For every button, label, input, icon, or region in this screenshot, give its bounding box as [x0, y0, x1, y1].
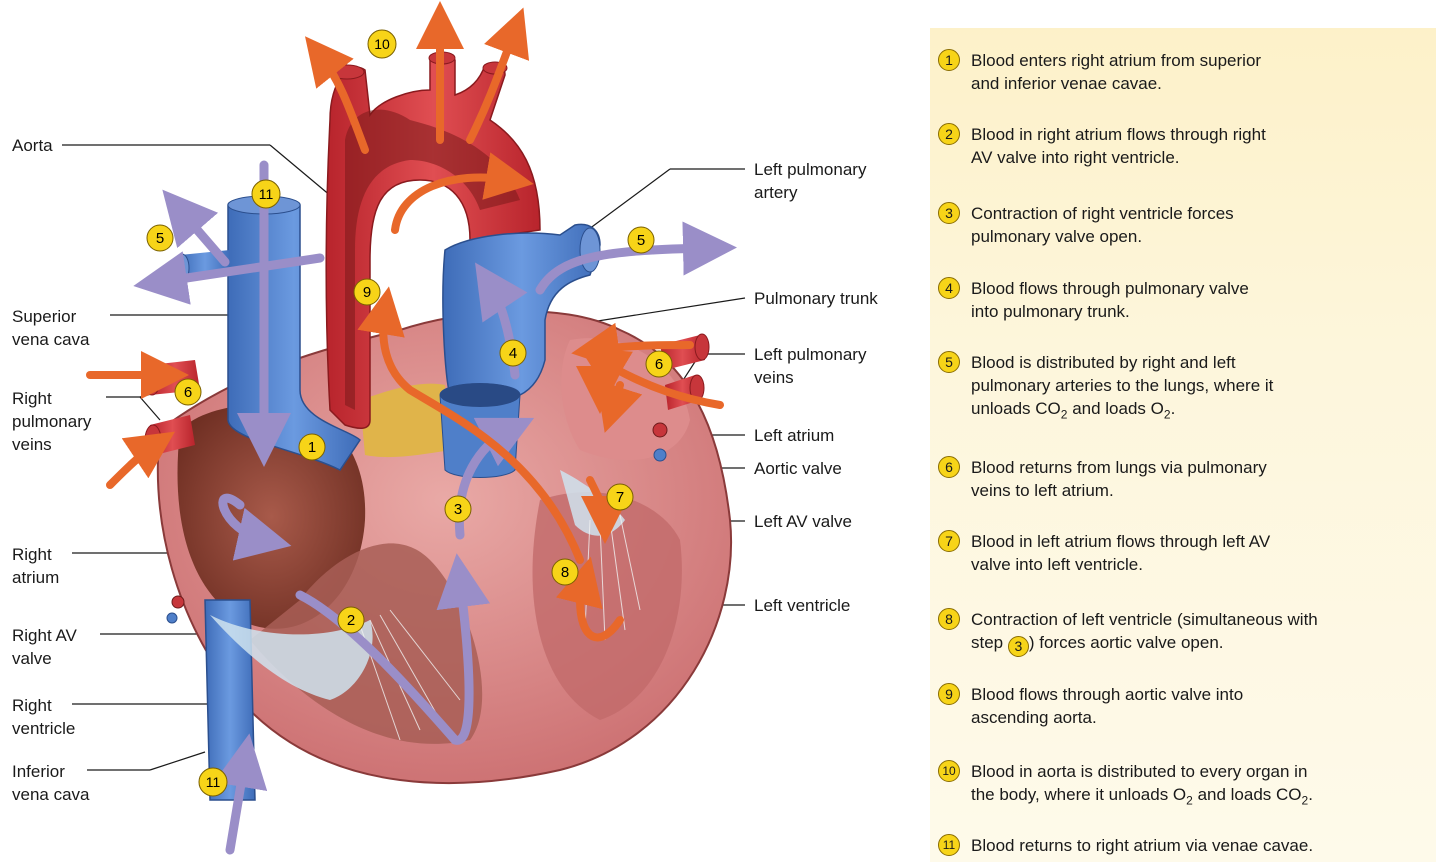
label-aorta: Aorta: [12, 134, 53, 157]
step-1-line1: Blood enters right atrium from superior: [971, 51, 1261, 70]
step-8-line2-a: step: [971, 633, 1008, 652]
svg-text:9: 9: [363, 284, 371, 301]
label-left-pulmonary-veins: Left pulmonary veins: [754, 343, 866, 389]
label-aortic-valve: Aortic valve: [754, 457, 842, 480]
step-2-line2: AV valve into right ventricle.: [971, 148, 1180, 167]
step-10-line2-c: and loads CO: [1193, 785, 1302, 804]
svg-text:3: 3: [454, 501, 462, 518]
label-left-atrium: Left atrium: [754, 424, 834, 447]
step-number-10: 10: [938, 760, 960, 782]
badge-4: 4: [500, 340, 526, 366]
step-5-o2-sub: 2: [1164, 407, 1171, 421]
label-left-ventricle: Left ventricle: [754, 594, 850, 617]
step-9-line1: Blood flows through aortic valve into: [971, 685, 1243, 704]
step-10-o2-sub: 2: [1186, 793, 1193, 807]
step-5-line1: Blood is distributed by right and left: [971, 353, 1236, 372]
svg-text:11: 11: [259, 186, 274, 202]
step-number-8: 8: [938, 608, 960, 630]
svg-text:8: 8: [561, 564, 569, 581]
label-right-atrium: Right atrium: [12, 543, 59, 589]
step-7-line2: valve into left ventricle.: [971, 555, 1143, 574]
step-number-11: 11: [938, 834, 960, 856]
step-1-line2: and inferior venae cavae.: [971, 74, 1162, 93]
svg-text:1: 1: [308, 439, 316, 456]
step-10-line2-e: .: [1308, 785, 1313, 804]
step-number-7: 7: [938, 530, 960, 552]
badge-6-right: 6: [646, 351, 672, 377]
step-5-line3-e: .: [1171, 399, 1176, 418]
label-right-av-valve: Right AV valve: [12, 624, 77, 670]
label-inferior-vena-cava: Inferior vena cava: [12, 760, 90, 806]
label-left-pulmonary-artery: Left pulmonary artery: [754, 158, 866, 204]
badge-5-left: 5: [147, 225, 173, 251]
badge-9: 9: [354, 279, 380, 305]
step-3-line1: Contraction of right ventricle forces: [971, 204, 1234, 223]
step-number-4: 4: [938, 277, 960, 299]
step-3-line2: pulmonary valve open.: [971, 227, 1142, 246]
step-number-1: 1: [938, 49, 960, 71]
svg-text:5: 5: [156, 230, 164, 247]
step-7-line1: Blood in left atrium flows through left …: [971, 532, 1270, 551]
step-number-5: 5: [938, 351, 960, 373]
step-4-line1: Blood flows through pulmonary valve: [971, 279, 1249, 298]
svg-text:10: 10: [374, 36, 390, 52]
svg-text:5: 5: [637, 232, 645, 249]
badge-8: 8: [552, 559, 578, 585]
svg-text:4: 4: [509, 345, 517, 362]
step-2-line1: Blood in right atrium flows through righ…: [971, 125, 1266, 144]
step-5-line2: pulmonary arteries to the lungs, where i…: [971, 376, 1273, 395]
step-10-line2-a: the body, where it unloads O: [971, 785, 1186, 804]
label-left-av-valve: Left AV valve: [754, 510, 852, 533]
badge-1: 1: [299, 434, 325, 460]
steps-panel: 1 Blood enters right atrium from superio…: [930, 28, 1436, 862]
step-4-line2: into pulmonary trunk.: [971, 302, 1130, 321]
heart-diagram: 1 2 3 4 5 5 6 6 7 8 9 10 11 11 Aorta Sup…: [0, 0, 930, 862]
label-right-ventricle: Right ventricle: [12, 694, 75, 740]
svg-text:2: 2: [347, 612, 355, 629]
label-superior-vena-cava: Superior vena cava: [12, 305, 90, 351]
badge-2: 2: [338, 607, 364, 633]
badge-11-bottom: 11: [199, 768, 227, 796]
step-6-line2: veins to left atrium.: [971, 481, 1114, 500]
step-number-2: 2: [938, 123, 960, 145]
step-9-line2: ascending aorta.: [971, 708, 1097, 727]
badge-11-top: 11: [252, 180, 280, 208]
step-8-inline-badge: 3: [1008, 636, 1029, 657]
step-5-line3-c: and loads O: [1067, 399, 1163, 418]
badge-6-left: 6: [175, 379, 201, 405]
svg-text:6: 6: [184, 384, 192, 401]
step-6-line1: Blood returns from lungs via pulmonary: [971, 458, 1267, 477]
step-number-3: 3: [938, 202, 960, 224]
label-pulmonary-trunk: Pulmonary trunk: [754, 287, 878, 310]
badge-3: 3: [445, 496, 471, 522]
svg-text:7: 7: [616, 489, 624, 506]
svg-text:6: 6: [655, 356, 663, 373]
step-11-line1: Blood returns to right atrium via venae …: [971, 836, 1313, 855]
step-8-line2-b: ) forces aortic valve open.: [1029, 633, 1224, 652]
badge-10: 10: [368, 30, 396, 58]
svg-text:11: 11: [206, 774, 221, 790]
step-number-6: 6: [938, 456, 960, 478]
label-right-pulmonary-veins: Right pulmonary veins: [12, 387, 91, 456]
step-8-line1: Contraction of left ventricle (simultane…: [971, 610, 1318, 629]
step-5-line3-a: unloads CO: [971, 399, 1061, 418]
badge-5-right: 5: [628, 227, 654, 253]
step-10-line1: Blood in aorta is distributed to every o…: [971, 762, 1307, 781]
step-number-9: 9: [938, 683, 960, 705]
badge-7: 7: [607, 484, 633, 510]
